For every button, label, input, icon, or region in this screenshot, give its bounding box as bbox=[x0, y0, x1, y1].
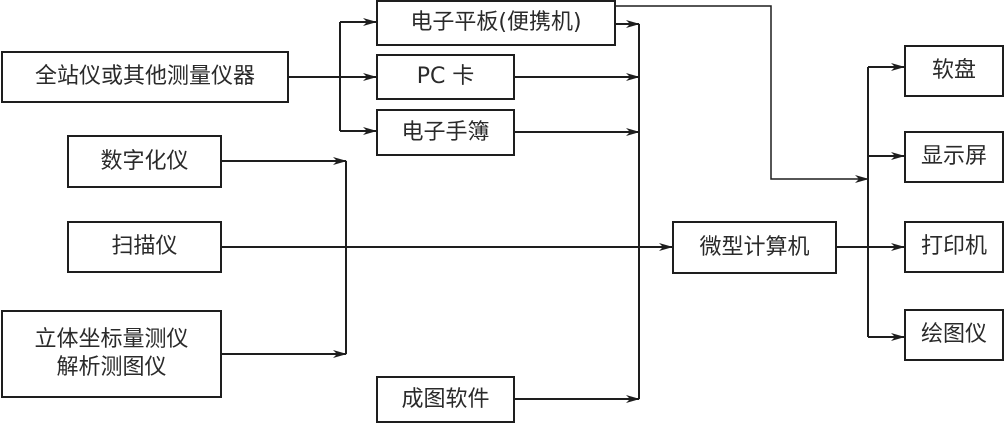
node-total-station-label: 全站仪或其他测量仪器 bbox=[34, 64, 255, 89]
node-display-label: 显示屏 bbox=[920, 144, 987, 169]
node-printer: 打印机 bbox=[904, 221, 1004, 273]
node-e-handbook-label: 电子手簿 bbox=[401, 119, 490, 145]
node-pc-card-label: PC 卡 bbox=[416, 64, 475, 89]
node-digitizer-label: 数字化仪 bbox=[100, 148, 189, 174]
node-digitizer: 数字化仪 bbox=[67, 135, 222, 188]
node-e-handbook: 电子手簿 bbox=[376, 109, 515, 156]
node-printer-label: 打印机 bbox=[920, 234, 987, 259]
node-tablet-label: 电子平板(便携机) bbox=[410, 10, 582, 35]
node-stereo-line1: 立体坐标量测仪 bbox=[34, 327, 189, 352]
node-stereo-plotter: 立体坐标量测仪 解析测图仪 bbox=[1, 310, 222, 398]
node-microcomputer: 微型计算机 bbox=[672, 221, 837, 274]
edge-tablet-to-output-bus bbox=[615, 5, 869, 183]
node-mapping-software: 成图软件 bbox=[376, 376, 515, 423]
node-floppy: 软盘 bbox=[904, 45, 1004, 97]
node-pc-card: PC 卡 bbox=[376, 54, 515, 100]
node-display: 显示屏 bbox=[904, 131, 1004, 183]
node-plotter-label: 绘图仪 bbox=[920, 322, 987, 347]
node-scanner-label: 扫描仪 bbox=[111, 234, 178, 259]
node-microcomputer-label: 微型计算机 bbox=[699, 234, 810, 260]
node-floppy-label: 软盘 bbox=[931, 58, 976, 83]
node-stereo-line2: 解析测图仪 bbox=[56, 355, 167, 380]
node-tablet: 电子平板(便携机) bbox=[376, 0, 616, 46]
node-scanner: 扫描仪 bbox=[67, 221, 222, 273]
node-total-station: 全站仪或其他测量仪器 bbox=[1, 51, 289, 103]
node-plotter: 绘图仪 bbox=[904, 309, 1004, 361]
node-mapping-software-label: 成图软件 bbox=[401, 386, 490, 412]
